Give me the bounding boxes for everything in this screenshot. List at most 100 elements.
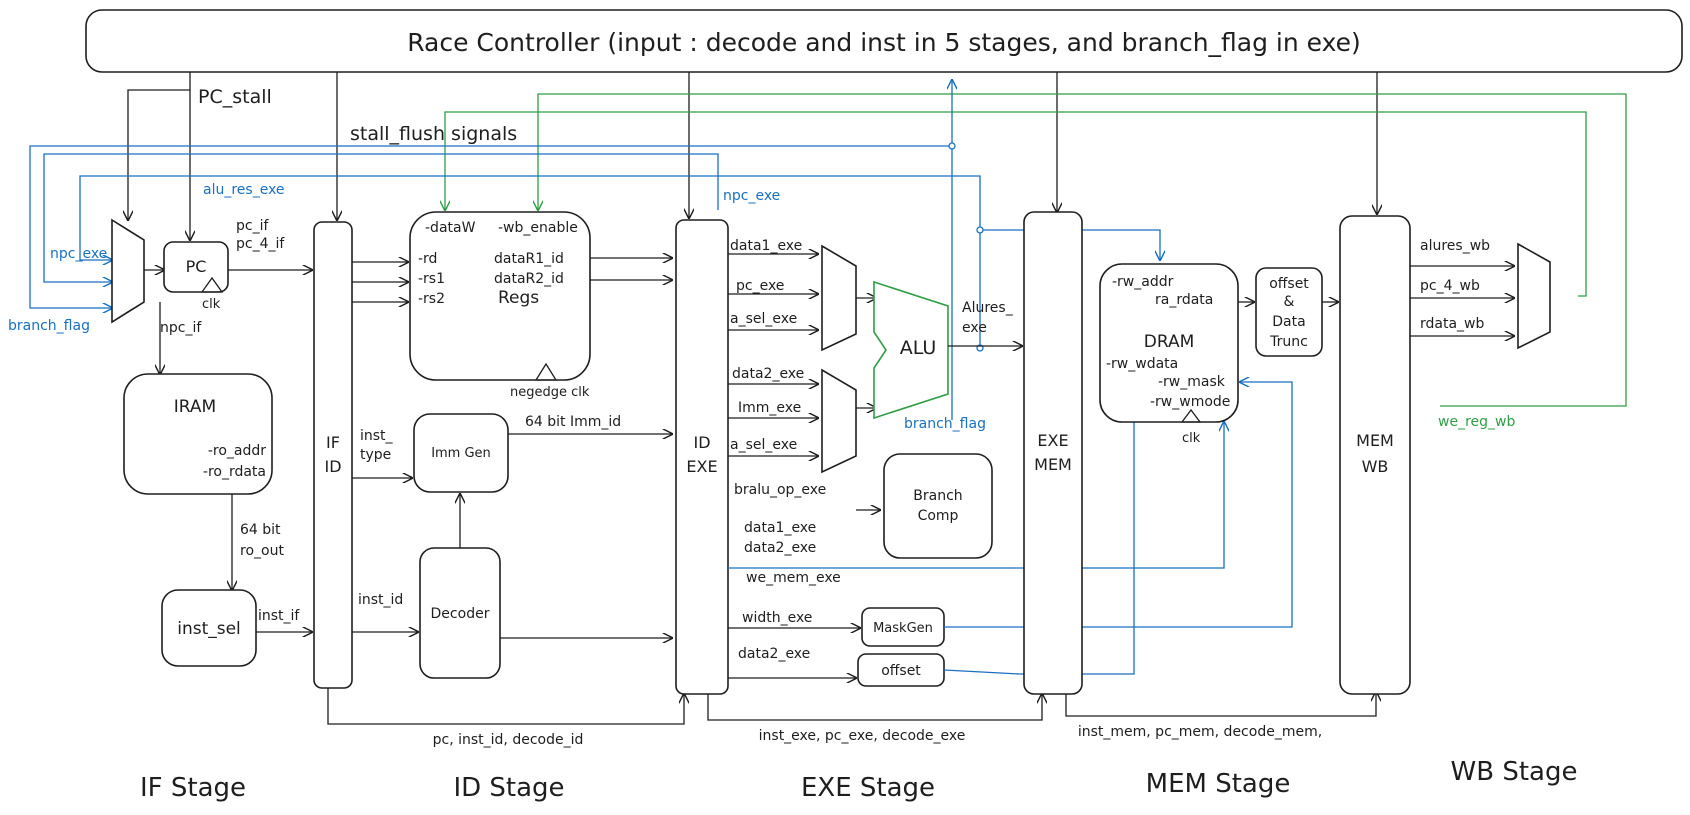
if-id-label-1: IF xyxy=(326,433,340,452)
iram-ro-rdata-label: -ro_rdata xyxy=(203,464,266,480)
a-sel-exe2-label: a_sel_exe xyxy=(730,437,797,453)
pc-label: PC xyxy=(186,257,207,276)
dram-rw-wdata-label: -rw_wdata xyxy=(1106,356,1178,372)
iram-ro-addr-label: -ro_addr xyxy=(208,443,266,459)
branch-flag-exe-label: branch_flag xyxy=(904,416,986,432)
we-mem-exe-label: we_mem_exe xyxy=(746,570,841,586)
npc-exe-feedback-wire xyxy=(43,153,719,282)
inst-sel-label: inst_sel xyxy=(177,619,241,639)
branch-flag-to-pc-mux-wire xyxy=(29,145,952,308)
npc-exe-left-label: npc_exe xyxy=(50,246,107,262)
pc-exe-label: pc_exe xyxy=(736,278,784,294)
imm-exe-label: Imm_exe xyxy=(738,400,801,416)
exe-mem-label-2: MEM xyxy=(1034,455,1072,474)
id-passthrough-wire xyxy=(327,688,684,725)
rdata-wb-label: rdata_wb xyxy=(1420,316,1484,332)
regs-rs1-label: -rs1 xyxy=(418,271,445,287)
inst-id-label: inst_id xyxy=(358,592,403,608)
trunc-label-1: offset xyxy=(1269,276,1309,292)
branch-comp-label-1: Branch xyxy=(913,488,962,504)
mem-wb-register xyxy=(1339,215,1411,695)
regs-dataw-label: -dataW xyxy=(425,220,476,236)
we-mem-exe-wire xyxy=(728,422,1224,569)
decoder-label: Decoder xyxy=(431,606,490,622)
regs-r2-label: dataR2_id xyxy=(494,271,564,287)
bralu-op-label: bralu_op_exe xyxy=(734,482,826,498)
maskgen-label: MaskGen xyxy=(873,621,933,636)
data1-exe-label: data1_exe xyxy=(730,238,802,254)
trunc-label-3: Data xyxy=(1272,314,1305,330)
pc-clk-label: clk xyxy=(202,297,221,312)
pc-clk-triangle xyxy=(200,276,224,293)
pc-mux xyxy=(111,218,145,324)
mem-bottom-label: inst_mem, pc_mem, decode_mem, xyxy=(1078,724,1322,740)
inst-type-label-2: type xyxy=(360,447,391,463)
dram-clk-triangle xyxy=(1180,408,1202,423)
exe-passthrough-wire xyxy=(707,694,1042,721)
exe-mem-label-1: EXE xyxy=(1037,431,1068,450)
race-controller-title: Race Controller (input : decode and inst… xyxy=(407,28,1361,57)
trunc-label-2: & xyxy=(1284,294,1295,310)
inst-sel-block xyxy=(161,589,257,667)
dram-ra-rdata-label: ra_rdata xyxy=(1155,292,1213,308)
npc-exe-top-label: npc_exe xyxy=(723,188,780,204)
dram-rw-wmode-label: -rw_wmode xyxy=(1150,394,1230,410)
alu-b-mux xyxy=(821,368,857,474)
if-id-register xyxy=(313,221,353,689)
iram-block xyxy=(123,373,273,495)
mem-passthrough-wire xyxy=(1065,692,1376,717)
mem-stage-label: MEM Stage xyxy=(1146,769,1291,799)
id-bottom-label: pc, inst_id, decode_id xyxy=(433,732,584,748)
dram-clk-label: clk xyxy=(1182,431,1201,446)
inst-if-label: inst_if xyxy=(258,608,300,624)
id-exe-label-2: EXE xyxy=(686,457,717,476)
alures-junction-dot xyxy=(976,226,984,234)
trunc-label-4: Trunc xyxy=(1269,334,1308,350)
iram-title: IRAM xyxy=(174,397,216,417)
immgen-block xyxy=(413,413,509,493)
regs-wb-enable-label: -wb_enable xyxy=(498,220,578,236)
inst-type-label-1: inst_ xyxy=(360,428,394,444)
trunc-block xyxy=(1255,267,1323,357)
id-exe-label-1: ID xyxy=(693,433,710,452)
dram-rw-mask-label: -rw_mask xyxy=(1158,374,1226,390)
race-controller-box xyxy=(85,9,1683,73)
id-stage-label: ID Stage xyxy=(453,773,564,803)
exe-bottom-label: inst_exe, pc_exe, decode_exe xyxy=(759,728,966,744)
mem-wb-label-2: WB xyxy=(1362,457,1389,476)
immgen-label: Imm Gen xyxy=(431,446,491,461)
branch-flag-left-label: branch_flag xyxy=(8,318,90,334)
id-exe-register xyxy=(675,219,729,695)
alu-label: ALU xyxy=(900,337,937,359)
alures-exe-label-2: exe xyxy=(962,320,987,336)
wb-mux xyxy=(1517,242,1551,350)
dram-rw-addr-label: -rw_addr xyxy=(1112,274,1174,290)
width-exe-label: width_exe xyxy=(742,610,812,626)
if-id-label-2: ID xyxy=(324,457,341,476)
ro-out-label-1: 64 bit xyxy=(240,522,281,538)
branch-comp-label-2: Comp xyxy=(918,508,959,524)
branch-junction-dot xyxy=(948,142,956,150)
we-reg-green-wire xyxy=(538,93,1627,407)
npc-if-label: npc_if xyxy=(160,320,202,336)
wb-data-green-wire xyxy=(445,111,1587,297)
pc-4-wb-label: pc_4_wb xyxy=(1420,278,1480,294)
regs-block xyxy=(409,211,591,381)
regs-r1-label: dataR1_id xyxy=(494,251,564,267)
offset-label: offset xyxy=(881,663,921,679)
pc-4-if-label: pc_4_if xyxy=(236,236,285,252)
stall-flush-label: stall_flush signals xyxy=(350,123,517,145)
data2-exe2-label: data2_exe xyxy=(744,540,816,556)
pc-stall-to-mux-wire xyxy=(128,72,191,220)
alu-a-mux xyxy=(821,244,857,352)
exe-mem-register xyxy=(1023,211,1083,695)
regs-rd-label: -rd xyxy=(418,251,437,267)
pc-register xyxy=(163,241,229,293)
regs-clk-label: negedge clk xyxy=(510,385,590,400)
data2-exe3-label: data2_exe xyxy=(738,646,810,662)
regs-title: Regs xyxy=(498,288,539,308)
wb-stage-label: WB Stage xyxy=(1451,757,1578,787)
pc-stall-label: PC_stall xyxy=(198,86,272,108)
branch-comp-block xyxy=(883,453,993,559)
regs-clk-triangle xyxy=(534,362,558,381)
